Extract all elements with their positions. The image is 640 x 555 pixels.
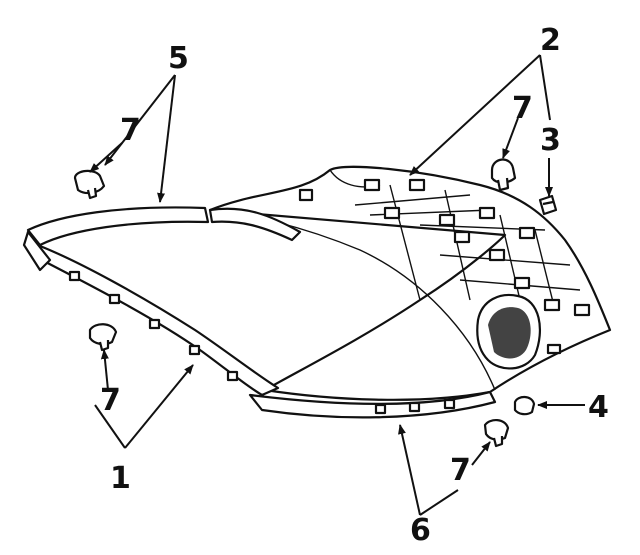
bracket-clip-icon (538, 194, 558, 216)
callout-7-top-left: 7 (120, 113, 141, 148)
callout-7-left: 7 (100, 383, 121, 418)
callout-1: 1 (110, 461, 131, 496)
push-pin-clip-icon (513, 395, 536, 416)
panel-ribs (298, 178, 591, 317)
push-pin-clip-icon (490, 158, 517, 192)
molding-lower-part-1 (22, 230, 280, 397)
push-pin-clip-icon (88, 323, 118, 352)
molding-lower-part-6 (248, 390, 497, 419)
callout-3: 3 (540, 123, 561, 158)
callout-4: 4 (588, 390, 609, 425)
callout-2: 2 (540, 23, 561, 58)
callout-7-bottom-right: 7 (450, 453, 471, 488)
callout-5: 5 (168, 41, 189, 76)
callout-6: 6 (410, 513, 431, 548)
push-pin-clip-icon (73, 169, 106, 200)
leader-lines (89, 54, 585, 516)
push-pin-clip-icon (483, 419, 510, 448)
molding-upper-part-5 (26, 206, 302, 247)
trim-panel (208, 165, 612, 401)
callout-labels: 5 7 2 7 3 4 7 1 7 6 (100, 23, 609, 548)
callout-7-top-right: 7 (512, 91, 533, 126)
